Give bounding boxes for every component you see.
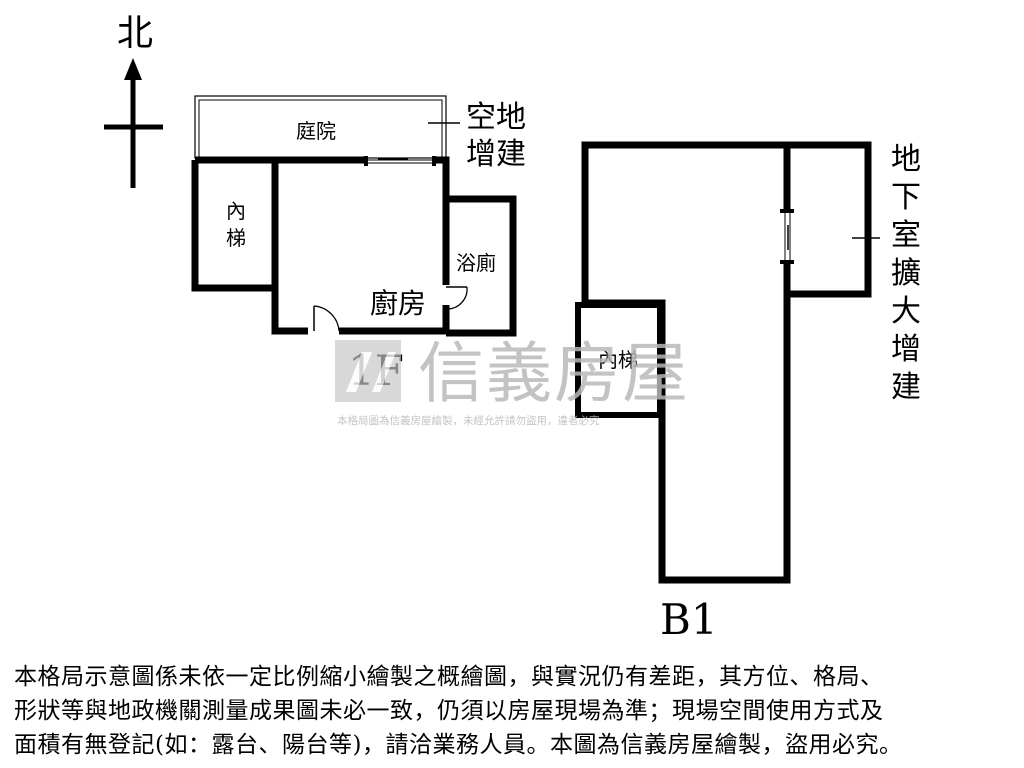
b1-annotation-char: 地 xyxy=(891,142,921,177)
b1-annotation: 地 下 室 擴 大 增 建 xyxy=(891,142,921,405)
b1-inner-stair-label: 內梯 xyxy=(598,348,638,372)
bathroom-label: 浴廁 xyxy=(456,251,496,275)
north-arrow-icon xyxy=(124,58,142,80)
b1-annotation-char: 大 xyxy=(891,294,921,329)
watermark-brand: 信義房屋 xyxy=(418,335,690,412)
b1-annotation-char: 建 xyxy=(891,370,921,405)
disclaimer-line: 面積有無登記(如：露台、陽台等)，請洽業務人員。本圖為信義房屋繪製，盜用必究。 xyxy=(14,732,903,758)
b1-annotation-char: 室 xyxy=(891,218,921,253)
courtyard-label: 庭院 xyxy=(296,119,336,143)
kitchen-label: 廚房 xyxy=(370,287,426,320)
watermark: 信義房屋 本格局圖為信義房屋繪製，未經允許請勿盜用，違者必究 xyxy=(335,335,690,427)
north-compass: 北 xyxy=(104,13,163,188)
inner-stair-label-1f: 內梯 xyxy=(0,0,2,1)
watermark-notice: 本格局圖為信義房屋繪製，未經允許請勿盜用，違者必究 xyxy=(337,414,600,427)
b1-sliding-door xyxy=(780,209,794,264)
north-sliding-door xyxy=(364,156,436,166)
inner-stair-label-1f-char1: 內 xyxy=(226,199,246,223)
b1-annotation-char: 增 xyxy=(891,332,921,367)
courtyard-annotation-line1: 空地 xyxy=(466,100,526,135)
north-label: 北 xyxy=(117,13,153,54)
floor-b1-label: B1 xyxy=(660,595,718,644)
disclaimer-line: 形狀等與地政機關測量成果圖未必一致，仍須以房屋現場為準；現場空間使用方式及 xyxy=(14,698,884,724)
inner-stair-label-1f-char2: 梯 xyxy=(226,226,246,250)
disclaimer-text: 本格局示意圖係未依一定比例縮小繪製之概繪圖，與實況仍有差距，其方位、格局、 形狀… xyxy=(14,660,1014,762)
courtyard-annotation-line2: 增建 xyxy=(466,137,526,172)
entry-door-icon xyxy=(313,305,340,332)
b1-annotation-char: 下 xyxy=(891,180,921,215)
floor-b1-plan: 內梯 地 下 室 擴 大 增 建 B1 xyxy=(575,141,921,644)
brand-logo-icon xyxy=(335,340,401,402)
bathroom-door-icon xyxy=(446,286,468,310)
disclaimer-line: 本格局示意圖係未依一定比例縮小繪製之概繪圖，與實況仍有差距，其方位、格局、 xyxy=(14,664,884,690)
b1-inner-stair-box xyxy=(575,302,663,418)
floor-plan-diagram: 北 庭院 空地 增建 xyxy=(0,0,921,644)
b1-annotation-char: 擴 xyxy=(891,256,921,291)
